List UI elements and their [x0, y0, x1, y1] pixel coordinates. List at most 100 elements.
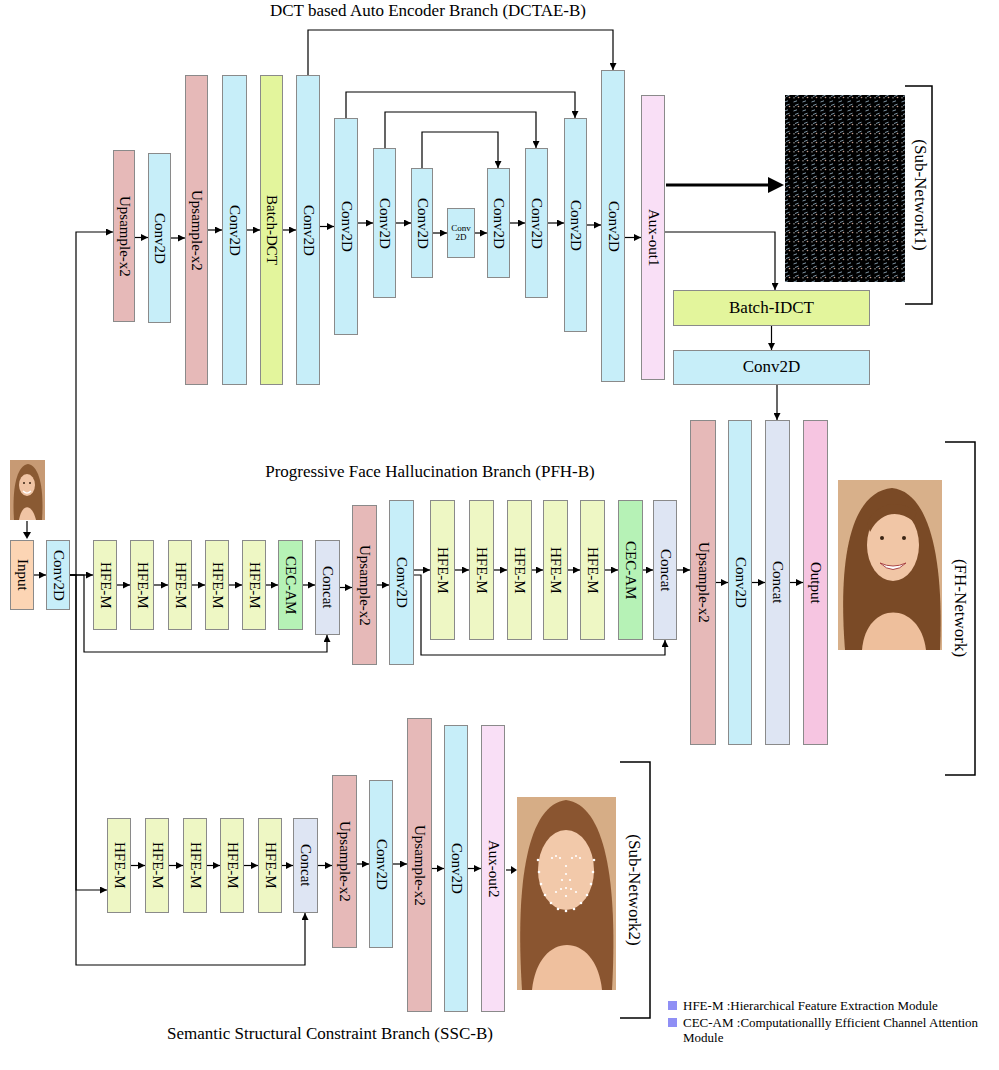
connector	[247, 229, 260, 230]
connector	[171, 237, 185, 238]
layer-label: HFE-M	[98, 562, 113, 609]
connector	[117, 584, 130, 585]
conv-layer: Conv2D	[728, 420, 752, 745]
layer-label: HFE-M	[173, 562, 188, 609]
connector	[393, 863, 407, 864]
conv-layer: Conv2D	[673, 350, 870, 385]
connector	[207, 865, 220, 866]
conv-layer: Conv2D	[296, 75, 320, 385]
hfe-module: HFE-M	[507, 500, 532, 640]
layer-label: Conv2D	[415, 198, 430, 249]
connector	[587, 224, 601, 225]
connector	[776, 385, 777, 420]
connector	[169, 865, 183, 866]
layer-label: HFE-M	[548, 547, 563, 594]
layer-label: Conv2D	[568, 200, 583, 251]
hfe-module: HFE-M	[469, 500, 494, 640]
thick-arrow	[666, 177, 784, 193]
layer-label: Conv2D	[374, 839, 389, 890]
layer-label: Upsample-x2	[412, 825, 427, 906]
layer-label: Upsample-x2	[696, 542, 711, 623]
layer-label: HFE-M	[247, 562, 262, 609]
connector	[494, 569, 507, 570]
connector	[192, 584, 205, 585]
connector	[625, 237, 641, 238]
layer-label: Input	[15, 559, 30, 591]
layer-label: Aux-out2	[486, 840, 501, 898]
subnetwork-label: (Sub-Network2)	[624, 834, 644, 945]
landmark-face-image	[517, 797, 616, 990]
hfe-module: HFE-M	[183, 818, 207, 913]
layer-label: CEC-AM	[283, 556, 298, 614]
layer-label: HFE-M	[585, 547, 600, 594]
connector	[340, 587, 352, 588]
layer-label: Upsample-x2	[337, 821, 352, 902]
connector	[433, 232, 447, 233]
layer-label: Conv2D	[529, 198, 544, 249]
connector	[422, 132, 498, 168]
layer-label: HFE-M	[435, 547, 450, 594]
output-layer: Output	[803, 420, 828, 745]
connector	[455, 569, 469, 570]
connector	[154, 584, 168, 585]
layer-label: HFE-M	[150, 842, 165, 889]
connector	[643, 569, 653, 570]
bracket	[905, 86, 932, 304]
layer-label: Conv2D	[394, 557, 409, 608]
layer-label: HFE-M	[225, 842, 240, 889]
aux-output: Aux-out2	[481, 725, 505, 1012]
connector	[468, 868, 481, 869]
hfe-module: HFE-M	[145, 818, 169, 913]
branch-title: DCT based Auto Encoder Branch (DCTAE-B)	[270, 1, 586, 21]
hfe-module: HFE-M	[130, 540, 154, 630]
connector	[229, 584, 242, 585]
hfe-module: HFE-M	[205, 540, 229, 630]
connector	[414, 569, 430, 570]
connector	[377, 584, 389, 585]
layer-label: HFE-M	[512, 547, 527, 594]
concat-layer: Concat	[765, 420, 790, 745]
connector	[396, 222, 411, 223]
layer-label: HFE-M	[135, 562, 150, 609]
output-face-image	[838, 480, 942, 650]
layer-label: Aux-out1	[646, 209, 661, 267]
conv-layer: Conv2D	[334, 118, 358, 335]
conv-layer: Conv2D	[487, 168, 510, 278]
legend-swatch	[668, 1018, 677, 1027]
hfe-module: HFE-M	[543, 500, 568, 640]
layer-label: Upsample-x2	[189, 190, 204, 271]
conv-layer: Conv2D	[411, 168, 433, 278]
layer-label: HFE-M	[474, 547, 489, 594]
legend-text: CEC-AM :Computationallly Efficient Chann…	[683, 1015, 990, 1045]
concat-layer: Concat	[653, 500, 677, 640]
conv-layer: Conv2D	[148, 153, 171, 323]
connector	[70, 575, 305, 965]
subnetwork-label: (Sub-Network1)	[910, 139, 930, 250]
connector	[665, 232, 775, 290]
connector	[244, 865, 258, 866]
upsample-layer: Upsample-x2	[185, 75, 208, 385]
layer-label: Conv2D	[227, 205, 242, 256]
layer-label: Concat	[320, 566, 335, 609]
connector	[752, 582, 765, 583]
bracket	[620, 762, 650, 1018]
layer-label: CEC-AM	[623, 541, 638, 599]
connector	[677, 569, 690, 570]
connector	[357, 863, 369, 864]
input-arrow	[23, 521, 31, 539]
input-thumbnail	[10, 460, 45, 520]
connector	[568, 569, 580, 570]
upsample-layer: Upsample-x2	[352, 505, 377, 665]
legend-text: HFE-M :Hierarchical Feature Extraction M…	[683, 998, 938, 1013]
layer-label: Upsample-x2	[357, 545, 372, 626]
upsample-layer: Upsample-x2	[113, 150, 135, 322]
conv-layer: Conv2D	[444, 725, 468, 1012]
layer-label: Conv2D	[51, 550, 66, 601]
layer-label: Conv2D	[733, 557, 748, 608]
layer-label: Batch-IDCT	[729, 299, 814, 318]
legend-row: CEC-AM :Computationallly Efficient Chann…	[668, 1015, 990, 1045]
conv-layer: Conv2D	[373, 148, 396, 298]
hfe-module: HFE-M	[580, 500, 605, 640]
layer-label: HFE-M	[210, 562, 225, 609]
connector	[385, 112, 536, 148]
